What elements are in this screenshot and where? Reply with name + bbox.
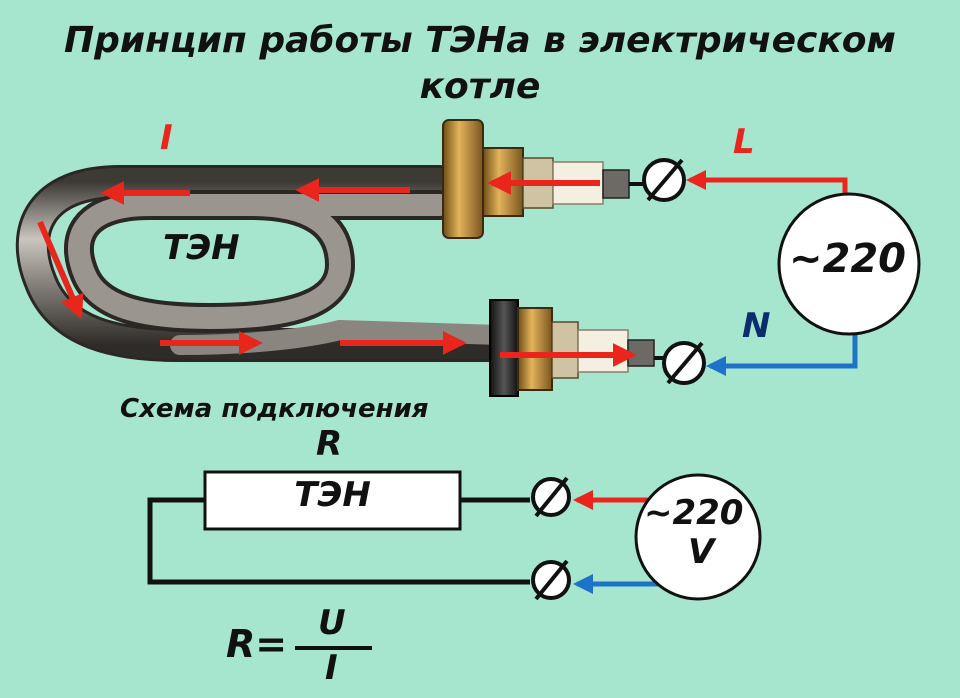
current-arrow (37, 220, 84, 320)
scheme-element-label: ТЭН (294, 475, 371, 515)
scheme-terminal-icon (531, 476, 571, 518)
element-label: ТЭН (163, 228, 240, 268)
formula-denominator: I (325, 648, 338, 688)
diagram-title: Принцип работы ТЭНа в электрическом котл… (64, 20, 896, 107)
scheme-source-unit: V (688, 532, 715, 572)
scheme-source-circle (634, 473, 762, 601)
heating-tube (15, 165, 517, 362)
scheme-terminal-icon (531, 559, 571, 601)
phase-label: L (733, 122, 755, 162)
current-arrows (37, 171, 637, 367)
connection-scheme (147, 470, 762, 601)
scheme-source-label: ~220 (644, 493, 744, 533)
neutral-wire (706, 335, 858, 376)
bottom-fitting (489, 299, 655, 397)
resistor-symbol: R (316, 424, 343, 464)
neutral-label: N (742, 306, 771, 346)
scheme-wire (147, 497, 530, 585)
source-label: ~220 (789, 236, 907, 282)
phase-wire (686, 170, 848, 193)
neutral-terminal-icon (654, 341, 706, 385)
phase-terminal-icon (629, 158, 686, 202)
voltage-source-circle (777, 192, 921, 336)
scheme-caption: Схема подключения (120, 394, 429, 424)
current-label: I (160, 118, 173, 158)
top-fitting (442, 119, 630, 239)
formula-numerator: U (318, 603, 346, 643)
formula-lhs: R= (226, 622, 288, 666)
